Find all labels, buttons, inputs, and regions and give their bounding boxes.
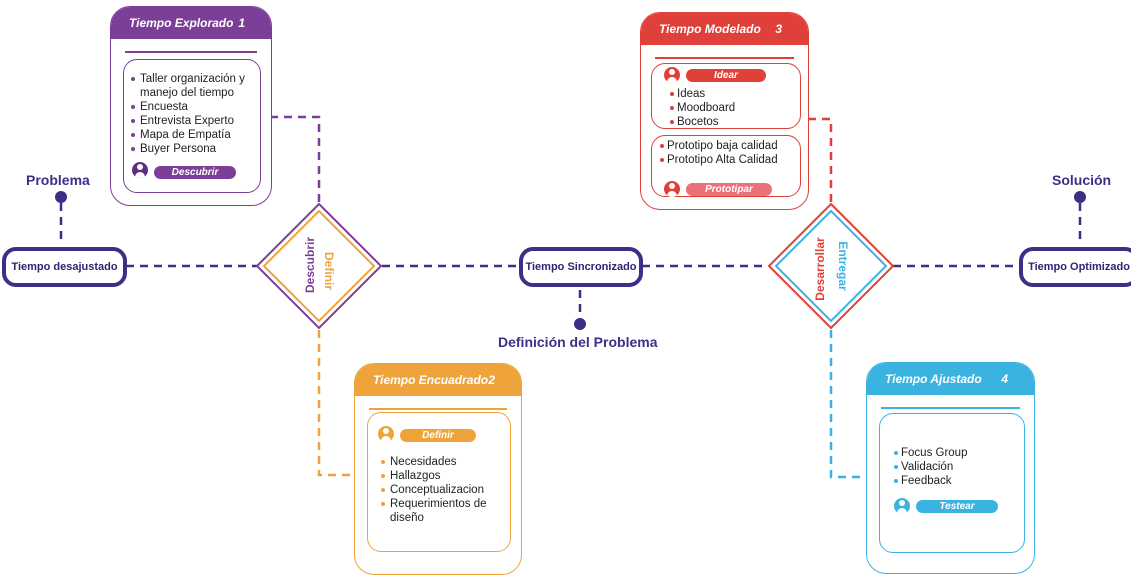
diamond-label-descubrir: Descubrir [303,236,317,294]
problema-label: Problema [26,172,90,188]
user-icon [378,426,394,442]
diamond-left-inner-orange [262,209,376,323]
list-item: Ideas [670,87,796,101]
card-divider [369,408,507,410]
tag-testear: Testear [916,500,998,513]
list-item: Moodboard [670,101,796,115]
list-item: Focus Group [894,446,1020,460]
card-number: 2 [488,373,495,387]
list-item: Entrevista Experto [130,114,260,128]
diamond-label-definir: Definir [322,251,336,291]
tag-definir: Definir [400,429,476,442]
list-item: Conceptualizacion [380,483,508,497]
list-item: Prototipo baja calidad [660,139,800,153]
idear-box: Idear Ideas Moodboard Bocetos [651,63,801,129]
user-icon [894,498,910,514]
node-tiempo-sincronizado: Tiempo Sincronizado [519,247,643,287]
problema-dot [55,191,67,203]
tag-idear: Idear [686,69,766,82]
user-icon [664,181,680,197]
card-header: Tiempo Ajustado 4 [867,363,1034,395]
list-item: Encuesta [130,100,260,114]
card-title: Tiempo Modelado [659,22,761,36]
solucion-label: Solución [1052,172,1112,188]
card-divider [655,57,794,59]
card-item-list: Taller organización y manejo del tiempo … [130,72,260,156]
card-item-list: Necesidades Hallazgos Conceptualizacion … [380,455,508,525]
card-divider [125,51,257,53]
tag-prototipar: Prototipar [686,183,772,196]
card-number: 1 [238,16,245,30]
list-item: Necesidades [380,455,508,469]
diamond-right-inner-blue [774,209,888,323]
prototipar-item-list: Prototipo baja calidad Prototipo Alta Ca… [660,139,800,167]
card-item-list: Focus Group Validación Feedback [894,446,1020,488]
card-tiempo-explorado: Tiempo Explorado 1 Taller organización y… [110,6,272,206]
list-item: Hallazgos [380,469,508,483]
node-tiempo-desajustado: Tiempo desajustado [2,247,127,287]
prototipar-box: Prototipo baja calidad Prototipo Alta Ca… [651,135,801,197]
list-item: Mapa de Empatía [130,128,260,142]
card-title: Tiempo Ajustado [885,372,982,386]
connector-explorado [270,115,321,205]
card-number: 3 [775,22,782,36]
list-item: Prototipo Alta Calidad [660,153,800,167]
connector-encuadrado [317,330,355,477]
card-header: Tiempo Modelado 3 [641,13,808,45]
definicion-dot [574,318,586,330]
card-title: Tiempo Explorado [129,16,234,30]
list-item: Requerimientos de diseño [380,497,508,525]
card-content-box: Focus Group Validación Feedback Testear [879,413,1025,553]
card-header: Tiempo Explorado 1 [111,7,271,39]
card-content-box: Taller organización y manejo del tiempo … [123,59,261,193]
list-item: Buyer Persona [130,142,260,156]
solucion-dot [1074,191,1086,203]
card-tiempo-ajustado: Tiempo Ajustado 4 Focus Group Validación… [866,362,1035,574]
list-item: Taller organización y manejo del tiempo [130,72,260,100]
card-title: Tiempo Encuadrado [373,373,489,387]
tag-descubrir: Descubrir [154,166,236,179]
card-divider [881,407,1020,409]
connector-lines [55,115,1086,479]
card-tiempo-modelado: Tiempo Modelado 3 Idear Ideas Moodboard … [640,12,809,210]
user-icon [664,67,680,83]
diamond-label-entregar: Entregar [836,241,850,291]
definicion-label: Definición del Problema [498,334,658,350]
list-item: Validación [894,460,1020,474]
connector-ajustado [829,330,868,479]
card-content-box: Definir Necesidades Hallazgos Conceptual… [367,412,511,552]
card-tiempo-encuadrado: Tiempo Encuadrado 2 Definir Necesidades … [354,363,522,575]
diamond-label-desarrollar: Desarrollar [813,237,827,301]
list-item: Feedback [894,474,1020,488]
list-item: Bocetos [670,115,796,129]
node-tiempo-optimizado: Tiempo Optimizado [1019,247,1131,287]
card-header: Tiempo Encuadrado 2 [355,364,521,396]
card-number: 4 [1001,372,1008,386]
user-icon [132,162,148,178]
idear-item-list: Ideas Moodboard Bocetos [670,87,796,129]
